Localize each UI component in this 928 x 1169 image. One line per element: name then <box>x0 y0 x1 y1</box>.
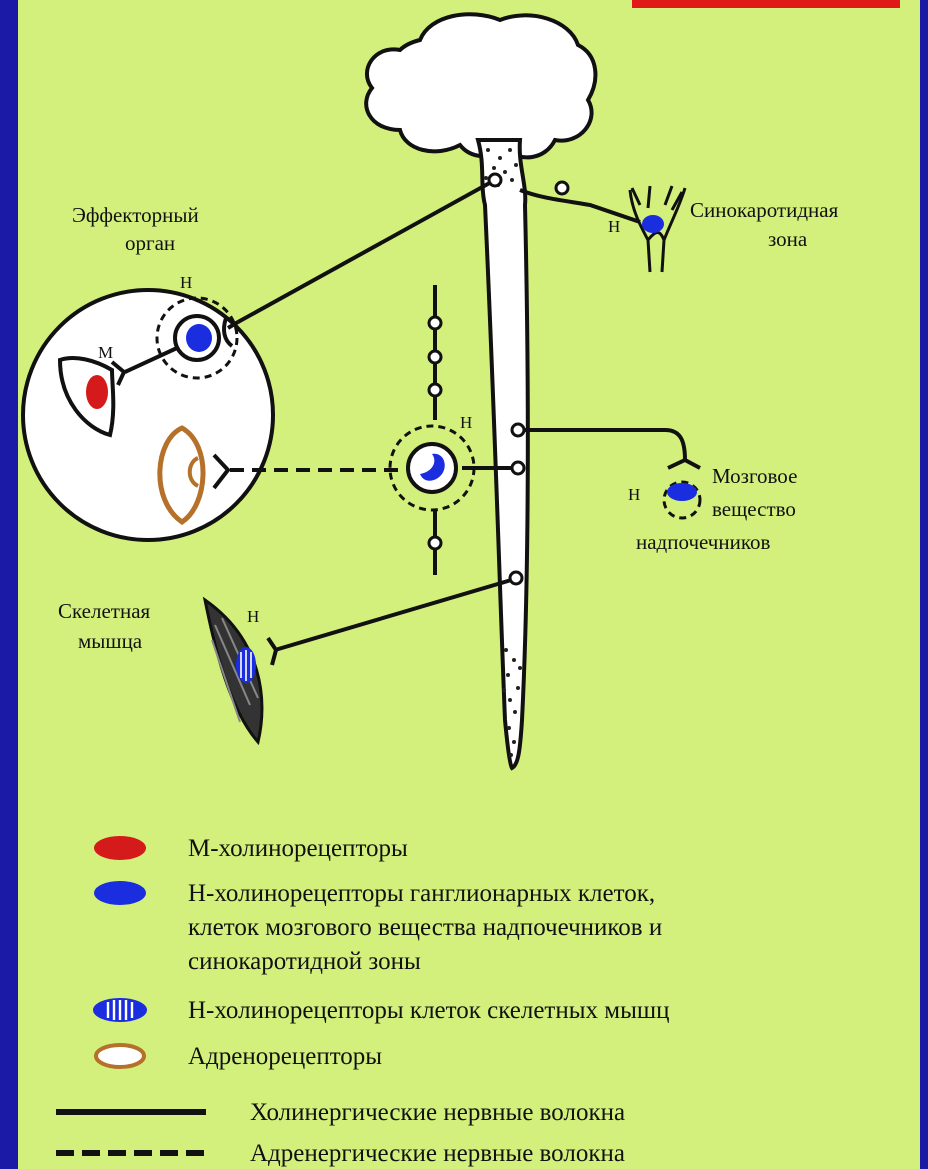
muscle-nerve-ending <box>268 638 276 665</box>
n-label-sinocarotid: Н <box>608 217 620 236</box>
label-sinocarotid-line1: Синокаротидная <box>690 198 839 222</box>
cholinergic-fiber-effector <box>238 180 495 322</box>
n-label-effector: Н <box>180 273 192 292</box>
legend-n-receptors-line2: клеток мозгового вещества надпочечников … <box>188 914 662 941</box>
legend-m-receptor-icon <box>94 836 146 860</box>
spinal-node-2 <box>512 462 524 474</box>
sinocarotid-node <box>556 182 568 194</box>
label-sinocarotid-line2: зона <box>768 227 808 251</box>
legend-adrenergic: Адренергические нервные волокна <box>250 1140 625 1167</box>
n-receptor-effector-dot <box>186 324 212 352</box>
label-effector-line2: орган <box>125 231 175 255</box>
legend-n-muscle-receptors: Н-холинорецепторы клеток скелетных мышц <box>188 997 670 1024</box>
n-label-ganglion: Н <box>460 413 472 432</box>
n-receptor-adrenal-dot <box>667 483 697 501</box>
brain-shape <box>366 14 595 157</box>
legend-n-receptor-icon <box>94 881 146 905</box>
label-muscle-line1: Скелетная <box>58 599 151 623</box>
carotid-branches <box>632 186 682 210</box>
label-muscle-line2: мышца <box>78 629 143 653</box>
skeletal-muscle-fiber <box>275 578 518 650</box>
legend: М-холинорецепторы Н-холинорецепторы ганг… <box>56 835 670 1167</box>
label-adrenal-line1: Мозговое <box>712 464 797 488</box>
n-label-adrenal: Н <box>628 485 640 504</box>
legend-cholinergic: Холинергические нервные волокна <box>250 1099 625 1126</box>
label-adrenal-line2: вещество <box>712 497 796 521</box>
n-receptor-sinocarotid-dot <box>642 215 664 233</box>
m-label-effector: М <box>98 343 113 362</box>
adrenal-nerve-ending <box>668 460 700 468</box>
legend-n-receptors-line3: синокаротидной зоны <box>188 948 421 975</box>
n-label-muscle: Н <box>247 607 259 626</box>
spinal-node-3 <box>510 572 522 584</box>
legend-adrenoreceptors: Адренорецепторы <box>188 1043 382 1070</box>
m-receptor-dot <box>86 375 108 409</box>
spinal-cord <box>478 140 528 768</box>
adreno-effector-cell <box>160 428 203 522</box>
legend-adreno-icon <box>96 1045 144 1067</box>
fiber-origin-node <box>489 174 501 186</box>
label-adrenal-line3: надпочечников <box>636 530 770 554</box>
label-effector-line1: Эффекторный <box>72 203 199 227</box>
spinal-node-1 <box>512 424 524 436</box>
legend-n-receptors-line1: Н-холинорецепторы ганглионарных клеток, <box>188 880 655 907</box>
cholinergic-fiber-adrenal <box>518 430 685 460</box>
legend-m-receptors: М-холинорецепторы <box>188 835 408 862</box>
sinocarotid-fiber <box>520 190 640 222</box>
